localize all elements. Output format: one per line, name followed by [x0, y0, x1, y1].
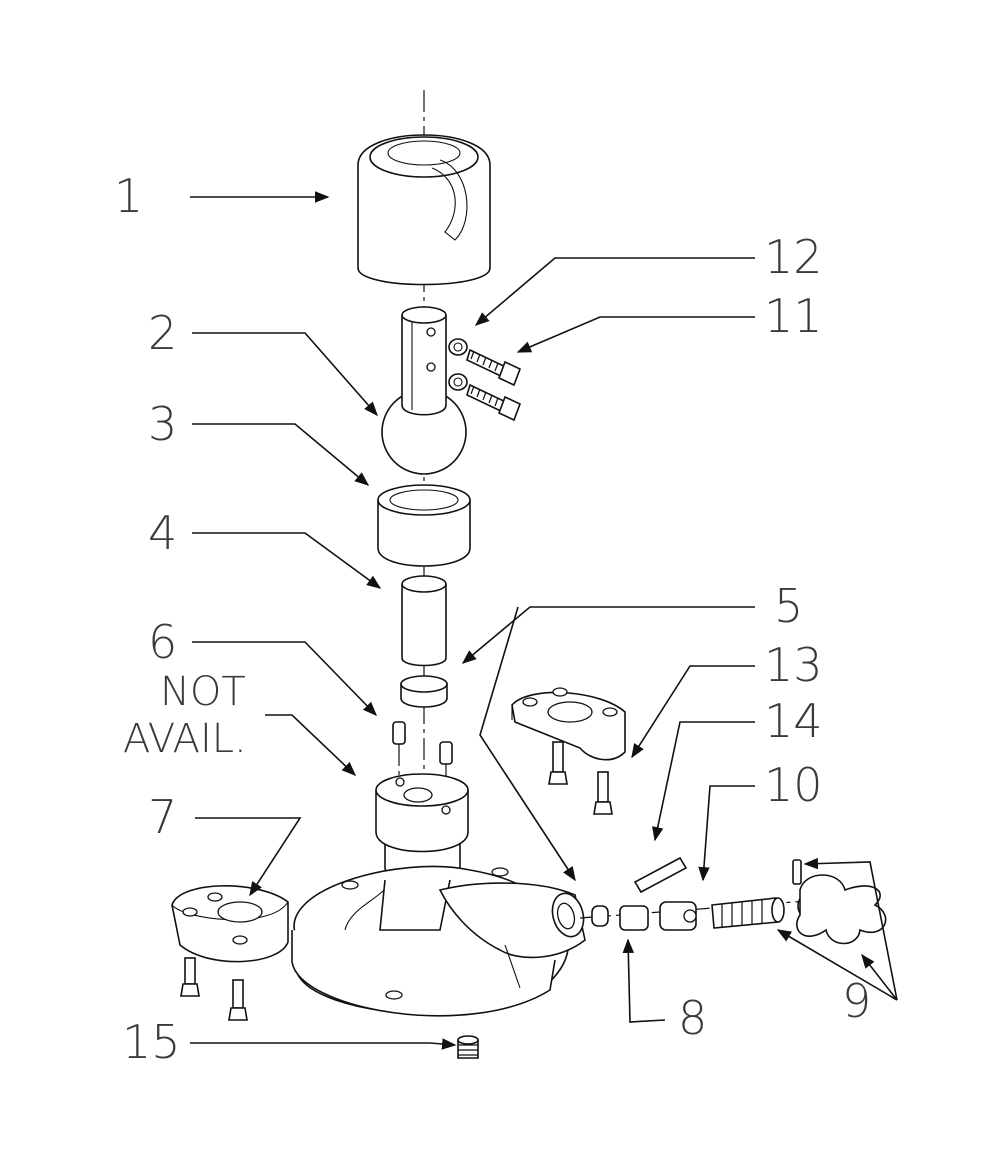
leader-15 [190, 1038, 457, 1050]
leader-6 [192, 641, 378, 717]
leader-11 [516, 316, 755, 353]
note-line-1: NOT [160, 669, 246, 715]
callout-13: 13 [764, 638, 823, 692]
part-shaft-ball [381, 306, 467, 475]
note-line-2: AVAIL. [123, 716, 247, 762]
callout-5: 5 [774, 579, 803, 633]
callout-15: 15 [122, 1015, 181, 1069]
callout-14: 14 [764, 694, 823, 748]
callout-6: 6 [148, 615, 177, 669]
callout-12: 12 [764, 230, 823, 284]
part-base-hub [375, 773, 469, 880]
leader-5a [461, 606, 755, 664]
part-washers [448, 338, 468, 391]
leader-3 [192, 423, 370, 486]
callout-3: 3 [148, 397, 177, 451]
callout-9: 9 [842, 974, 871, 1028]
leader-lines [190, 191, 898, 1050]
callout-4: 4 [148, 506, 177, 560]
leader-14 [652, 721, 755, 842]
part-bolts [466, 348, 522, 422]
callout-11: 11 [764, 289, 823, 343]
part-side-assembly [579, 856, 887, 945]
part-seal [400, 675, 448, 708]
leader-9b [861, 953, 898, 1001]
leader-2 [192, 332, 378, 417]
leader-8 [622, 938, 666, 1023]
leader-9c [776, 929, 898, 1001]
leader-note [265, 714, 357, 776]
part-plug [457, 1035, 479, 1059]
callout-7: 7 [148, 790, 177, 844]
callout-2: 2 [148, 306, 177, 360]
part-dowel-pins [392, 721, 453, 810]
part-cap [357, 134, 491, 286]
callout-labels: 1 2 3 4 5 6 NOT AVAIL. 7 8 9 10 11 12 13… [114, 169, 871, 1069]
part-upper-clamp [511, 687, 626, 815]
part-ring [377, 484, 471, 567]
leader-13 [631, 665, 755, 759]
part-sleeve [401, 575, 447, 667]
callout-10: 10 [764, 758, 823, 812]
part-lower-clamp [171, 885, 289, 1021]
callout-8: 8 [678, 991, 707, 1045]
leader-12 [474, 257, 755, 326]
leader-7 [195, 817, 302, 897]
leader-4 [192, 532, 382, 589]
leader-9a [803, 857, 898, 1001]
leader-10 [698, 785, 755, 882]
callout-1: 1 [114, 169, 143, 223]
leader-5b [479, 606, 576, 882]
part-base-housing [291, 865, 586, 1017]
